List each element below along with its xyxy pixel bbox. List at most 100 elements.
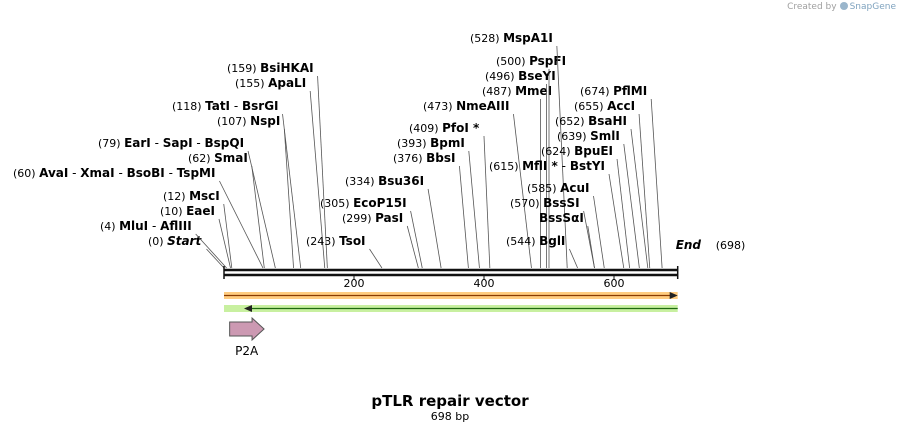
site-connector — [410, 210, 423, 269]
restriction-site: (652) BsaHI — [555, 114, 649, 269]
restriction-site: (570) BssSI — [510, 196, 595, 269]
restriction-site: (107) NspI — [217, 114, 294, 269]
restriction-sites: (0) Start(4) MluI - AflIII(10) EaeI(12) … — [13, 31, 663, 269]
restriction-site: (12) MscI — [163, 189, 233, 269]
enzyme-name: BsaHI — [588, 114, 627, 128]
site-connector — [369, 248, 383, 269]
site-connector — [406, 225, 419, 269]
restriction-site: (334) Bsu36I — [345, 174, 442, 269]
site-label: (0) Start — [148, 234, 202, 248]
end-position: (698) — [716, 239, 746, 252]
site-position: (409) — [409, 122, 442, 135]
enzyme-name: NmeAIII — [456, 99, 509, 113]
site-connector — [468, 150, 480, 269]
site-connector — [608, 173, 625, 269]
site-label: (500) PspFI — [496, 54, 566, 68]
restriction-site: (10) EaeI — [160, 204, 231, 269]
enzyme-name: MmeI — [515, 84, 552, 98]
enzyme-name: MscI — [189, 189, 220, 203]
restriction-site: (473) NmeAIII — [423, 99, 532, 269]
site-connector — [483, 135, 491, 269]
restriction-site: (585) AcuI — [527, 181, 605, 269]
enzyme-name: PspFI — [529, 54, 566, 68]
enzyme-name: PasI — [375, 211, 403, 225]
site-label: (674) PflMI — [580, 84, 647, 98]
enzyme-name: BbsI — [426, 151, 455, 165]
enzyme-name: NspI — [250, 114, 280, 128]
site-label: (243) TsoI — [306, 234, 366, 248]
site-label: (615) MflI * - BstYI — [489, 159, 605, 173]
site-position: (473) — [423, 100, 456, 113]
enzyme-name: AccI — [607, 99, 635, 113]
site-connector — [282, 113, 302, 269]
site-connector — [587, 225, 595, 269]
restriction-site: (4) MluI - AflIII — [100, 219, 227, 269]
enzyme-name: MluI — [119, 219, 148, 233]
restriction-site: (487) MmeI — [482, 84, 552, 268]
site-separator: - — [230, 99, 242, 113]
site-label: (655) AccI — [574, 99, 635, 113]
site-connector — [219, 180, 264, 269]
enzyme-name: TspMI — [177, 166, 216, 180]
site-position: (62) — [188, 152, 214, 165]
enzyme-name: ApaLI — [268, 76, 306, 90]
enzyme-name: Start — [167, 234, 202, 248]
site-connector — [616, 158, 630, 269]
enzyme-name: TsoI — [339, 234, 365, 248]
site-position: (393) — [397, 137, 430, 150]
restriction-site: (674) PflMI — [580, 84, 663, 269]
enzyme-name: PflMI — [613, 84, 647, 98]
features: P2A — [229, 316, 265, 358]
site-position: (570) — [510, 197, 543, 210]
site-label: (4) MluI - AflIII — [100, 219, 192, 233]
enzyme-name: BsoBI — [127, 166, 165, 180]
enzyme-name: AvaI — [39, 166, 68, 180]
site-label: (624) BpuEI — [541, 144, 613, 158]
axis-tick-label: 600 — [604, 277, 625, 290]
restriction-site: (624) BpuEI — [541, 144, 630, 269]
site-label: (639) SmlI — [557, 129, 620, 143]
site-position: (12) — [163, 190, 189, 203]
site-connector — [206, 248, 225, 269]
map-title: pTLR repair vector — [371, 392, 529, 410]
site-position: (334) — [345, 175, 378, 188]
enzyme-name: BssSαI — [539, 211, 584, 225]
credit-prefix: Created by — [787, 2, 837, 12]
site-position: (155) — [235, 77, 268, 90]
enzyme-name: BpmI — [430, 136, 465, 150]
enzyme-name: BsiHKAI — [260, 61, 314, 75]
restriction-site: (299) PasI — [342, 211, 419, 269]
restriction-site: (655) AccI — [574, 99, 651, 269]
site-label: (473) NmeAIII — [423, 99, 509, 113]
restriction-site: (159) BsiHKAI — [227, 61, 328, 269]
strand-arrows — [224, 292, 678, 312]
enzyme-name: MspA1I — [503, 31, 553, 45]
feature-arrow-icon — [229, 316, 265, 342]
restriction-site: (376) BbsI — [393, 151, 469, 269]
site-label: (528) MspA1I — [470, 31, 553, 45]
site-separator: - — [165, 166, 177, 180]
enzyme-name: AcuI — [560, 181, 589, 195]
enzyme-name: AflIII — [160, 219, 192, 233]
site-connector — [593, 195, 605, 269]
site-connector — [247, 150, 276, 269]
enzyme-name: Bsu36I — [378, 174, 424, 188]
site-connector — [317, 75, 328, 269]
site-position: (79) — [98, 137, 124, 150]
restriction-site: (60) AvaI - XmaI - BsoBI - TspMI — [13, 166, 264, 269]
site-position: (624) — [541, 145, 574, 158]
restriction-site: (79) EarI - SapI - BspQI — [98, 136, 276, 269]
enzyme-name: XmaI — [80, 166, 114, 180]
site-label: (62) SmaI — [188, 151, 248, 165]
site-label: (159) BsiHKAI — [227, 61, 314, 75]
site-position: (305) — [320, 197, 353, 210]
enzyme-name: BspQI — [205, 136, 245, 150]
site-connector — [638, 113, 651, 269]
site-label: (60) AvaI - XmaI - BsoBI - TspMI — [13, 166, 215, 180]
enzyme-name: MflI * — [522, 159, 558, 173]
site-connector — [513, 113, 532, 269]
site-connector — [427, 188, 442, 269]
site-position: (60) — [13, 167, 39, 180]
enzyme-name: BpuEI — [574, 144, 613, 158]
restriction-site: (305) EcoP15I — [320, 196, 423, 269]
